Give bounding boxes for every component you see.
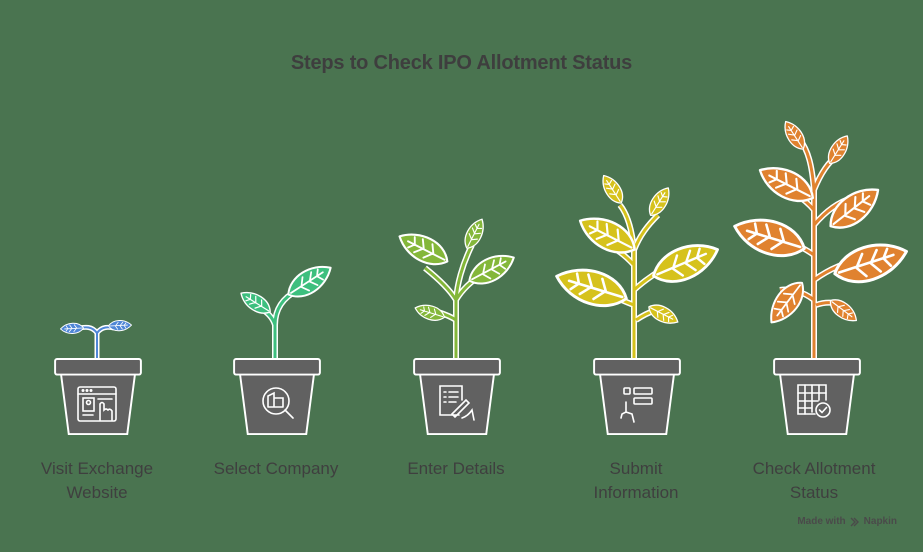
label-line: Submit bbox=[609, 459, 663, 478]
step-label-select-company: Select Company bbox=[186, 457, 366, 481]
page-title: Steps to Check IPO Allotment Status bbox=[290, 52, 633, 74]
label-line: Visit Exchange bbox=[40, 459, 154, 478]
napkin-brand-text: Napkin bbox=[863, 516, 897, 527]
label-line: Information bbox=[593, 483, 679, 502]
plant-enter-details bbox=[393, 215, 521, 360]
tap-submit-icon bbox=[620, 387, 653, 423]
pot-5 bbox=[773, 358, 861, 436]
form-write-icon bbox=[439, 385, 475, 421]
label-line: Enter Details bbox=[407, 459, 505, 478]
plant-check-allotment bbox=[728, 116, 913, 362]
made-with-text: Made with bbox=[797, 516, 846, 527]
plant-submit-information bbox=[550, 170, 725, 360]
label-line: Website bbox=[66, 483, 128, 502]
label-line: Status bbox=[789, 483, 839, 502]
step-label-check-allotment: Check Allotment Status bbox=[724, 457, 904, 505]
step-label-submit-information: Submit Information bbox=[546, 457, 726, 505]
napkin-watermark: Made with Napkin bbox=[797, 516, 897, 527]
pot-1 bbox=[54, 358, 142, 436]
plant-visit-exchange bbox=[60, 320, 132, 360]
step-label-enter-details: Enter Details bbox=[366, 457, 546, 481]
napkin-logo-icon bbox=[850, 517, 859, 526]
website-click-icon bbox=[77, 386, 117, 422]
step-label-visit-exchange: Visit Exchange Website bbox=[7, 457, 187, 505]
company-search-icon bbox=[262, 387, 294, 419]
plant-select-company bbox=[236, 258, 338, 360]
pot-2 bbox=[233, 358, 321, 436]
label-line: Select Company bbox=[213, 459, 339, 478]
label-line: Check Allotment bbox=[752, 459, 876, 478]
pot-4 bbox=[593, 358, 681, 436]
table-check-icon bbox=[797, 384, 831, 418]
